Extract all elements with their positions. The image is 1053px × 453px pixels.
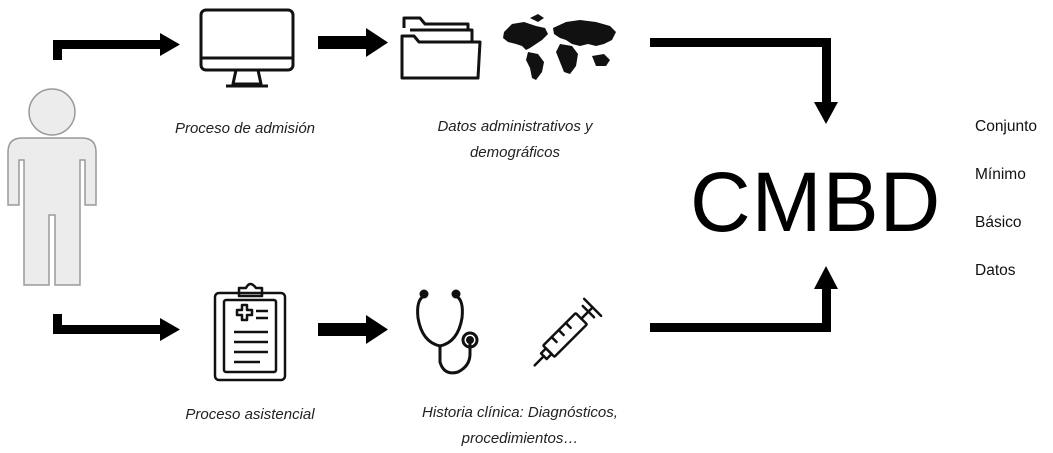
cmbd-word-1: Conjunto [975,118,1038,135]
person-icon [7,88,97,286]
caption-care: Proceso asistencial [185,406,315,423]
cmbd-word-4: Datos [975,262,1016,279]
arrow-to-admission [53,33,180,60]
caption-admission: Proceso de admisión [174,120,316,137]
syringe-icon [533,297,603,367]
arrow-to-care [53,314,180,341]
cmbd-word-2: Mínimo [975,166,1026,183]
cmbd-expansion: Conjunto Mínimo Básico Datos [975,118,1037,310]
arrow-to-clinical [318,315,388,344]
arrow-clinical-to-cmbd [650,266,838,332]
cmbd-title: CMBD [690,155,942,249]
arrow-to-admin-data [318,28,388,57]
world-map-icon [503,14,616,80]
clipboard-icon [213,282,287,382]
folder-icon [400,16,482,80]
caption-clinical: Historia clínica: Diagnósticos, procedim… [422,404,618,447]
computer-monitor-icon [199,8,295,88]
arrow-admin-to-cmbd [650,38,838,124]
caption-admin-data: Datos administrativos y demográficos [437,118,593,161]
cmbd-word-3: Básico [975,214,1022,231]
stethoscope-icon [416,289,479,375]
